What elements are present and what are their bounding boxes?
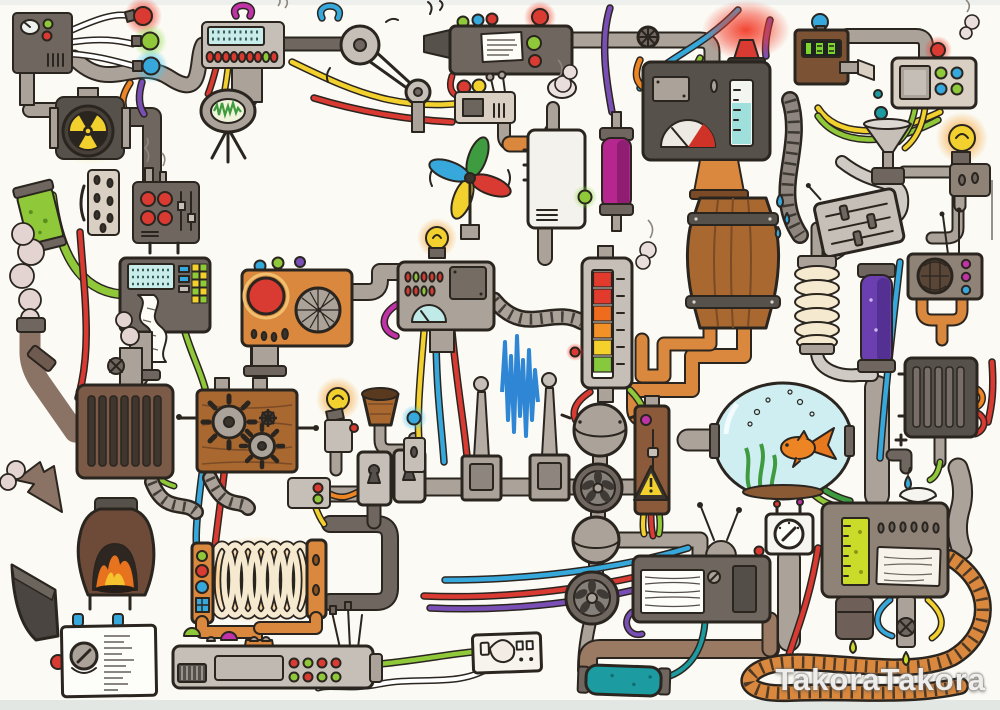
small-box-right [949,163,993,240]
checklist-panel [50,623,159,699]
power-outlet [470,631,543,675]
pump-and-turbines [560,402,640,626]
lever-box [454,70,516,124]
turbine-2 [564,570,620,626]
gearbox [176,377,319,474]
indicator-bulbs [123,0,168,83]
small-blue-bulb [401,405,427,473]
blue-waveform [500,334,540,438]
teal-canister [576,663,672,698]
control-strip [171,601,383,690]
purple-cylinder [857,263,896,373]
scan-edge-top [0,0,1000,5]
screen-box [631,502,772,624]
plug [488,639,516,664]
tesla-towers [460,372,571,502]
radio-speaker [906,207,984,301]
magenta-cylinder [599,111,634,232]
center-gauge-machine [396,260,496,353]
funnel [863,106,912,185]
orange-grille-machine [240,256,354,377]
scan-edge-bottom [0,700,1000,710]
steam-arrow [15,461,63,513]
radiation-icon [68,111,108,151]
coal-chute [10,563,60,642]
small-bucket [361,387,400,427]
wooden-barrel [685,196,781,330]
digital-display-box [793,13,883,99]
induction-coil [190,536,328,663]
fishbowl-with-goldfish [709,381,855,501]
valve-wheel [636,25,660,49]
pulley-drive [325,17,432,133]
center-yellow-bulb [316,377,360,453]
turbine-1 [572,462,624,514]
furnace-with-fire [0,311,175,627]
red-button-box [132,167,200,255]
keyhole-junctions [287,448,427,509]
water-drips [774,193,791,239]
counter-machine [201,21,285,103]
checklist-lines [104,635,134,691]
steam-marks [143,0,971,239]
orange-bulb [417,218,457,259]
control-box [12,12,73,106]
gear-tiny [259,409,277,427]
fire [96,555,134,590]
toggle-row [877,521,940,534]
note-machine [423,0,574,76]
toggle-panel [79,169,120,236]
oscilloscope [199,88,257,164]
pressure-gauge [764,498,815,556]
radiation-machine [48,87,132,164]
goldfish [780,427,837,468]
level-meter-column [566,245,634,403]
paper-tape [137,294,168,363]
siren-tank-machine [641,0,790,200]
watermark: TakoraTakora [775,662,986,697]
gear-small [238,422,286,470]
dripping-machine [820,501,950,666]
right-control-panel [890,36,978,110]
bowl [899,487,937,503]
smoke-puffs [554,14,980,270]
pinwheel-fan [428,136,512,240]
radiator [897,356,979,439]
gear-large [200,393,258,451]
warning-box [633,395,671,516]
yellow-bulb-right [936,112,988,165]
meter-segments [592,271,613,373]
warning-icon [633,465,669,501]
bellows [794,255,840,355]
slider-panel [805,183,906,259]
